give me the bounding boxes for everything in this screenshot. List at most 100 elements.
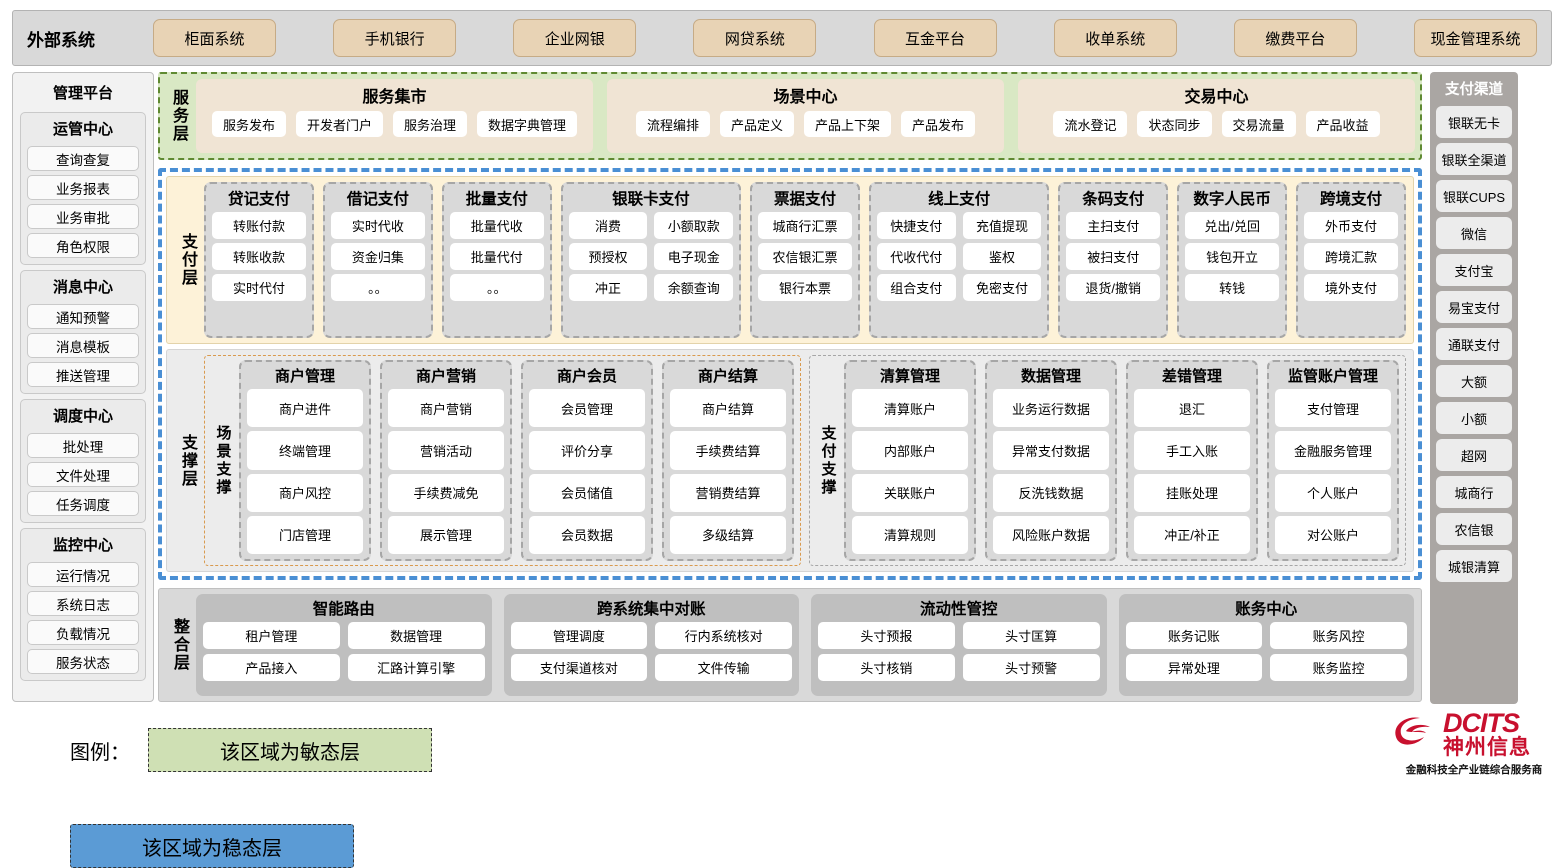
integration-cell[interactable]: 账务监控: [1270, 654, 1407, 681]
scene-support-cell[interactable]: 商户进件: [247, 389, 363, 428]
scene-support-cell[interactable]: 评价分享: [529, 431, 645, 470]
external-system-item[interactable]: 收单系统: [1053, 19, 1177, 57]
management-item[interactable]: 通知预警: [27, 304, 139, 329]
payment-cell[interactable]: 银行本票: [758, 274, 852, 301]
service-chip[interactable]: 产品发布: [901, 111, 976, 137]
management-item[interactable]: 任务调度: [27, 491, 139, 516]
scene-support-cell[interactable]: 商户结算: [670, 389, 786, 428]
payment-support-cell[interactable]: 业务运行数据: [993, 389, 1109, 428]
integration-cell[interactable]: 支付渠道核对: [510, 654, 648, 681]
management-item[interactable]: 文件处理: [27, 462, 139, 487]
payment-channel-item[interactable]: 超网: [1436, 439, 1512, 471]
scene-support-cell[interactable]: 会员管理: [529, 389, 645, 428]
payment-channel-item[interactable]: 城银清算: [1436, 550, 1512, 582]
scene-support-cell[interactable]: 会员储值: [529, 473, 645, 512]
integration-cell[interactable]: 产品接入: [203, 654, 340, 681]
payment-cell[interactable]: 批量代收: [449, 212, 544, 239]
scene-support-cell[interactable]: 手续费结算: [670, 431, 786, 470]
external-system-item[interactable]: 手机银行: [333, 19, 457, 57]
integration-cell[interactable]: 租户管理: [203, 622, 340, 649]
service-chip[interactable]: 流程编排: [635, 111, 710, 137]
management-item[interactable]: 批处理: [27, 433, 139, 458]
management-item[interactable]: 运行情况: [27, 562, 139, 587]
payment-cell[interactable]: 预授权: [568, 243, 648, 270]
scene-support-cell[interactable]: 门店管理: [247, 515, 363, 554]
integration-cell[interactable]: 行内系统核对: [655, 622, 792, 649]
external-system-item[interactable]: 企业网银: [513, 19, 637, 57]
payment-cell[interactable]: 农信银汇票: [758, 243, 852, 270]
payment-cell[interactable]: 兑出/兑回: [1185, 212, 1280, 239]
service-chip[interactable]: 服务治理: [393, 111, 468, 137]
scene-support-cell[interactable]: 终端管理: [247, 431, 363, 470]
payment-cell[interactable]: 余额查询: [654, 274, 734, 301]
payment-support-cell[interactable]: 反洗钱数据: [993, 473, 1109, 512]
payment-cell[interactable]: 批量代付: [449, 243, 544, 270]
integration-cell[interactable]: 头寸预警: [962, 654, 1100, 681]
scene-support-cell[interactable]: 商户风控: [247, 473, 363, 512]
payment-cell[interactable]: 境外支付: [1304, 274, 1398, 301]
payment-channel-item[interactable]: 大额: [1436, 365, 1512, 397]
service-chip[interactable]: 开发者门户: [295, 111, 383, 137]
payment-support-cell[interactable]: 金融服务管理: [1275, 431, 1391, 470]
payment-cell[interactable]: 城商行汇票: [758, 212, 852, 239]
payment-cell[interactable]: 被扫支付: [1066, 243, 1161, 270]
service-chip[interactable]: 交易流量: [1221, 111, 1296, 137]
payment-support-cell[interactable]: 内部账户: [852, 431, 968, 470]
service-chip[interactable]: 服务发布: [211, 111, 286, 137]
integration-cell[interactable]: 异常处理: [1125, 654, 1263, 681]
payment-cell[interactable]: 转账收款: [212, 243, 306, 270]
payment-support-cell[interactable]: 对公账户: [1275, 515, 1391, 554]
payment-cell[interactable]: 实时代收: [330, 212, 425, 239]
service-chip[interactable]: 状态同步: [1137, 111, 1212, 137]
integration-cell[interactable]: 汇路计算引擎: [347, 654, 485, 681]
payment-support-cell[interactable]: 手工入账: [1134, 431, 1250, 470]
payment-channel-item[interactable]: 城商行: [1436, 476, 1512, 508]
management-item[interactable]: 推送管理: [27, 362, 139, 387]
management-item[interactable]: 消息模板: [27, 333, 139, 358]
management-item[interactable]: 查询查复: [27, 146, 139, 171]
integration-cell[interactable]: 账务风控: [1270, 622, 1407, 649]
payment-channel-item[interactable]: 银联无卡: [1436, 106, 1512, 138]
payment-support-cell[interactable]: 异常支付数据: [993, 431, 1109, 470]
payment-cell[interactable]: 。。: [449, 274, 544, 301]
payment-channel-item[interactable]: 微信: [1436, 217, 1512, 249]
scene-support-cell[interactable]: 多级结算: [670, 515, 786, 554]
payment-cell[interactable]: 小额取款: [654, 212, 734, 239]
payment-cell[interactable]: 实时代付: [212, 274, 306, 301]
payment-cell[interactable]: 鉴权: [962, 243, 1042, 270]
scene-support-cell[interactable]: 营销费结算: [670, 473, 786, 512]
management-item[interactable]: 业务审批: [27, 204, 139, 229]
payment-channel-item[interactable]: 小额: [1436, 402, 1512, 434]
payment-support-cell[interactable]: 清算规则: [852, 515, 968, 554]
integration-cell[interactable]: 管理调度: [510, 622, 648, 649]
payment-channel-item[interactable]: 通联支付: [1436, 328, 1512, 360]
integration-cell[interactable]: 头寸核销: [818, 654, 955, 681]
scene-support-cell[interactable]: 会员数据: [529, 515, 645, 554]
payment-cell[interactable]: 退货/撤销: [1066, 274, 1161, 301]
payment-support-cell[interactable]: 支付管理: [1275, 389, 1391, 428]
integration-cell[interactable]: 头寸匡算: [962, 622, 1100, 649]
payment-support-cell[interactable]: 清算账户: [852, 389, 968, 428]
payment-support-cell[interactable]: 关联账户: [852, 473, 968, 512]
payment-cell[interactable]: 冲正: [568, 274, 648, 301]
payment-channel-item[interactable]: 支付宝: [1436, 254, 1512, 286]
payment-cell[interactable]: 快捷支付: [876, 212, 956, 239]
payment-cell[interactable]: 外币支付: [1304, 212, 1398, 239]
payment-channel-item[interactable]: 易宝支付: [1436, 291, 1512, 323]
payment-cell[interactable]: 代收代付: [876, 243, 956, 270]
payment-cell[interactable]: 电子现金: [654, 243, 734, 270]
payment-cell[interactable]: 充值提现: [962, 212, 1042, 239]
payment-support-cell[interactable]: 风险账户数据: [993, 515, 1109, 554]
payment-channel-item[interactable]: 银联全渠道: [1436, 143, 1512, 175]
payment-cell[interactable]: 组合支付: [876, 274, 956, 301]
external-system-item[interactable]: 现金管理系统: [1413, 19, 1537, 57]
payment-cell[interactable]: 主扫支付: [1066, 212, 1161, 239]
payment-cell[interactable]: 。。: [330, 274, 425, 301]
scene-support-cell[interactable]: 营销活动: [388, 431, 504, 470]
integration-cell[interactable]: 文件传输: [655, 654, 792, 681]
integration-cell[interactable]: 数据管理: [347, 622, 485, 649]
scene-support-cell[interactable]: 手续费减免: [388, 473, 504, 512]
payment-cell[interactable]: 资金归集: [330, 243, 425, 270]
scene-support-cell[interactable]: 商户营销: [388, 389, 504, 428]
payment-cell[interactable]: 免密支付: [962, 274, 1042, 301]
